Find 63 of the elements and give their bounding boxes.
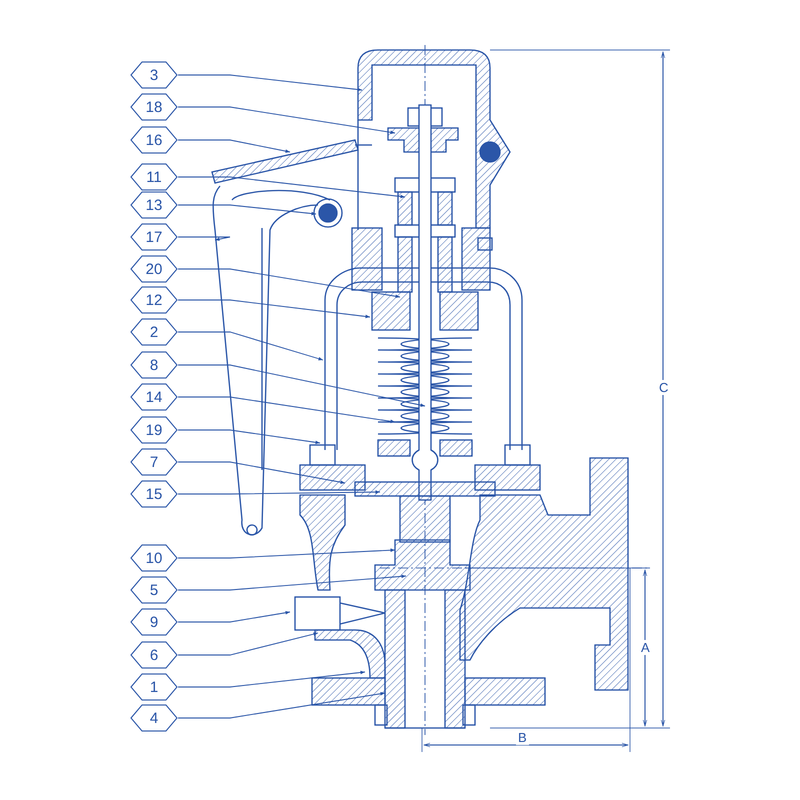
callout-number: 4 (150, 710, 158, 726)
callout-diamond (130, 608, 178, 636)
leader-line (178, 692, 386, 718)
leader-line (178, 490, 380, 494)
callout-number: 12 (146, 292, 162, 308)
leader-line (178, 430, 320, 444)
leader-line (178, 300, 370, 318)
callout-number: 13 (146, 198, 162, 212)
callout-diamond (130, 576, 178, 604)
leader-line (178, 204, 316, 216)
leader-line (178, 670, 366, 688)
callout-number: 3 (150, 68, 158, 82)
callout-diamond (130, 61, 178, 89)
callout-number: 11 (146, 170, 162, 184)
leader-line (178, 268, 400, 298)
callout-diamond (130, 673, 178, 701)
callout-diamond (130, 480, 178, 508)
leader-line (178, 236, 230, 241)
callout-number: 9 (150, 614, 158, 630)
callout-diamond (130, 383, 178, 411)
callout-diamond (130, 126, 178, 154)
leader-line (178, 574, 406, 590)
leader-line (178, 462, 346, 484)
callout-diamond (130, 704, 178, 732)
leader-line (178, 364, 426, 407)
callout-number: 10 (146, 550, 162, 566)
leader-line (178, 396, 396, 424)
callout-number: 19 (146, 422, 162, 438)
callout-diamond (130, 318, 178, 346)
callout-diamond (130, 191, 178, 219)
callout-number: 6 (150, 648, 158, 662)
callout-diamond (130, 448, 178, 476)
callout-number: 15 (146, 486, 162, 502)
callout-number: 1 (150, 680, 158, 694)
callout-diamond (130, 163, 178, 191)
dimension-label: A (639, 640, 652, 655)
callout-number: 20 (146, 262, 162, 276)
callout-diamond (130, 93, 178, 121)
callout-number: 7 (150, 454, 158, 470)
callout-number: 8 (150, 358, 158, 372)
callout-number: 2 (150, 324, 158, 340)
callout-diamond (130, 255, 178, 283)
callout-number: 5 (150, 582, 158, 598)
callout-number: 14 (146, 390, 162, 404)
leader-line (178, 548, 396, 558)
leader-line (178, 74, 362, 92)
callout-number: 17 (146, 230, 162, 244)
dimension-label: C (657, 380, 670, 395)
callout-diamond (130, 416, 178, 444)
leader-line (178, 332, 324, 360)
leader-line (178, 140, 290, 153)
dimension-label: B (516, 730, 529, 745)
callout-diamond (130, 351, 178, 379)
callout-diamond (130, 544, 178, 572)
callout-diamond (130, 286, 178, 314)
callout-number: 16 (146, 132, 162, 148)
callout-number: 18 (146, 100, 162, 114)
leader-line (178, 176, 406, 198)
leader-line (178, 610, 290, 622)
callout-diamond (130, 223, 178, 251)
leader-line (178, 632, 318, 656)
callout-diamond (130, 641, 178, 669)
leader-line (178, 106, 396, 134)
